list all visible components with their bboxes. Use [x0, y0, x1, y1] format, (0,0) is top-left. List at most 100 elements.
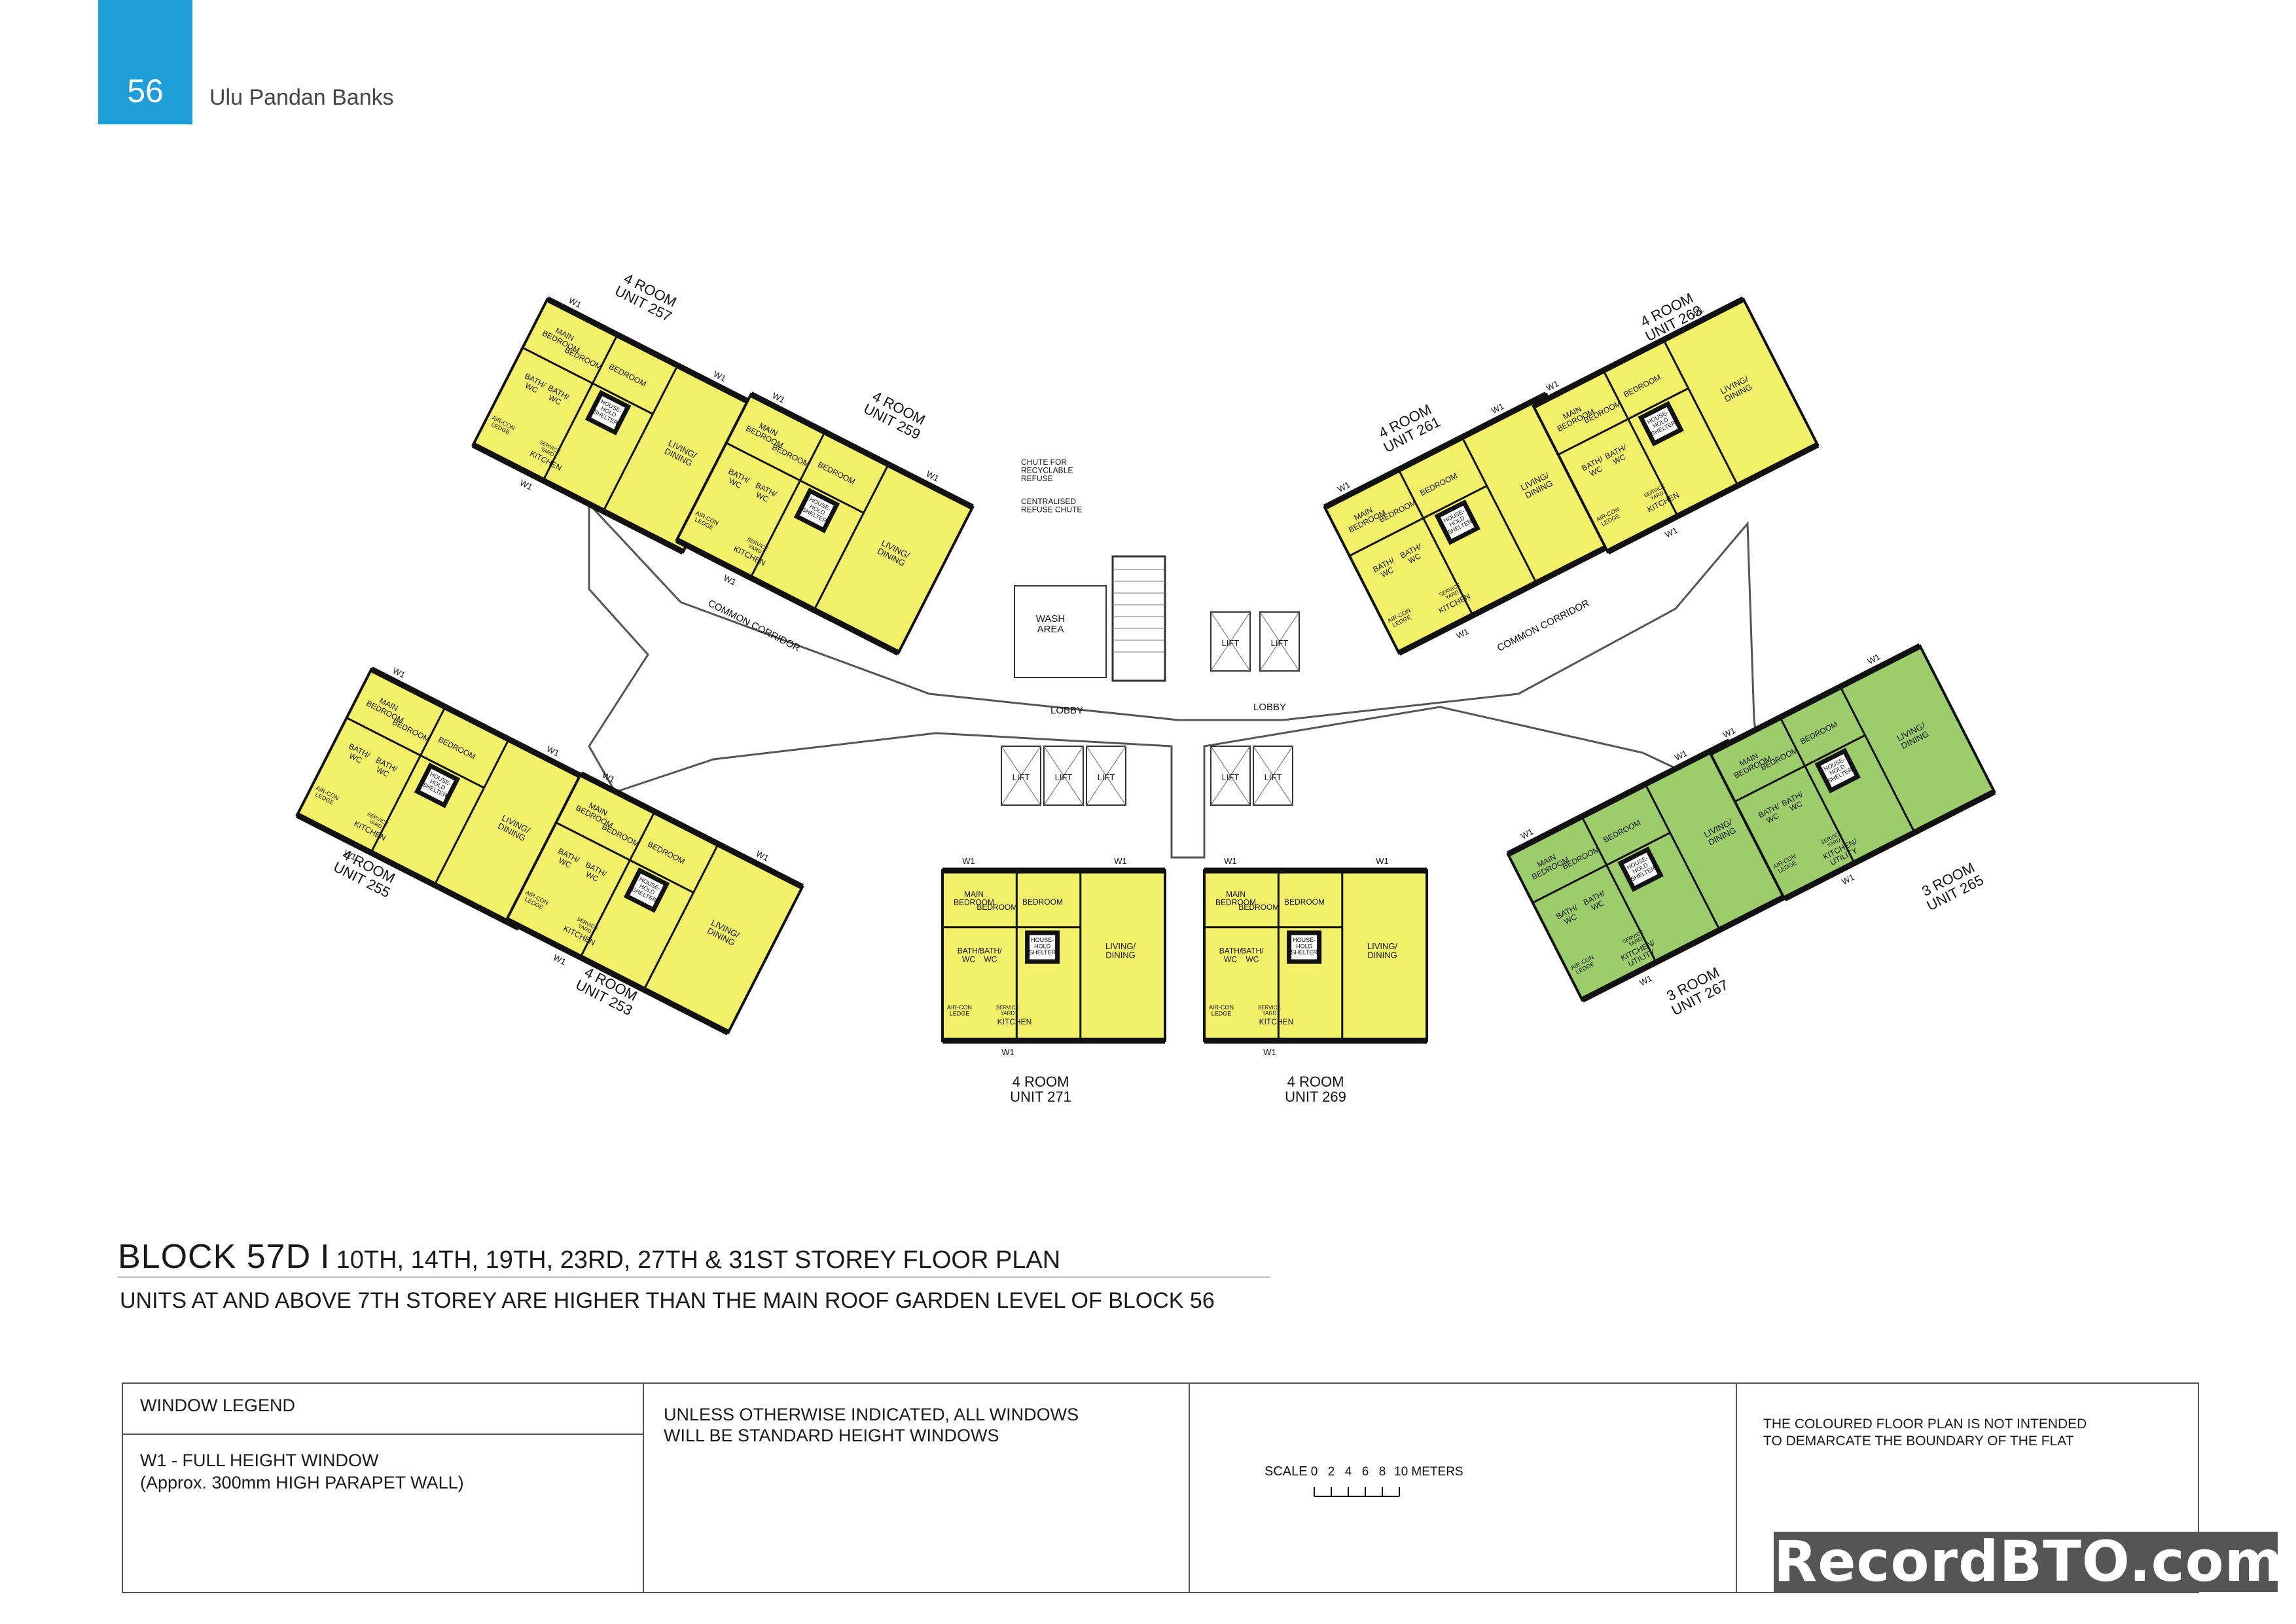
lift-label: LIFT — [1055, 772, 1073, 782]
roof-garden-note: UNITS AT AND ABOVE 7TH STOREY ARE HIGHER… — [120, 1288, 1215, 1313]
bath-wc-label: BATH/WC — [1219, 947, 1242, 964]
lift-label: LIFT — [1265, 772, 1282, 782]
unit-type-and-number: 4 ROOMUNIT 261 — [1374, 400, 1443, 456]
w1-window-label: W1 — [1638, 973, 1653, 988]
legend-table: WINDOW LEGEND W1 - FULL HEIGHT WINDOW (A… — [122, 1382, 2199, 1593]
unit-label-unit-259: 4 ROOMUNIT 259 — [861, 388, 927, 442]
scale-label: SCALE — [1265, 1464, 1308, 1479]
unit-267: HOUSE-HOLDSHELTERMAINBEDROOMBEDROOMBEDRO… — [1506, 738, 1806, 1003]
unit-type-and-number: 3 ROOMUNIT 265 — [1917, 858, 1986, 914]
unit-label-unit-257: 4 ROOMUNIT 257 — [612, 270, 679, 325]
lift: LIFT — [1001, 746, 1041, 806]
window-legend-cell: WINDOW LEGEND W1 - FULL HEIGHT WINDOW (A… — [123, 1384, 644, 1592]
w1-window-label: W1 — [962, 856, 975, 866]
external-wall — [471, 442, 685, 555]
unit-263: HOUSE-HOLDSHELTERMAINBEDROOMBEDROOMBEDRO… — [1532, 296, 1820, 555]
internal-wall — [1734, 734, 1866, 803]
lift: LIFT — [1253, 746, 1293, 806]
external-wall — [505, 917, 730, 1036]
internal-wall — [542, 334, 619, 481]
scale-tick-label: 2 — [1328, 1465, 1335, 1479]
household-shelter — [1814, 748, 1861, 794]
w1-description: W1 - FULL HEIGHT WINDOW — [140, 1451, 379, 1470]
external-wall — [1581, 884, 1806, 1003]
scale-tick-label: 4 — [1345, 1465, 1352, 1479]
wash-area — [1014, 585, 1107, 678]
lift-cross — [1210, 611, 1251, 672]
scale-tick-label: 8 — [1379, 1465, 1386, 1479]
w1-window-label: W1 — [1663, 525, 1679, 539]
lift: LIFT — [1210, 611, 1251, 672]
internal-wall — [749, 431, 826, 579]
lift-cross — [1001, 746, 1041, 806]
lift-label: LIFT — [1222, 772, 1240, 782]
watermark-box — [1774, 1532, 2278, 1592]
lift-label: LIFT — [1222, 638, 1240, 648]
unit-label-unit-267: 3 ROOMUNIT 267 — [1662, 963, 1731, 1019]
scale-tick-label: 6 — [1362, 1465, 1369, 1479]
internal-wall — [579, 811, 656, 958]
internal-wall — [643, 843, 719, 990]
unit-label-unit-265: 3 ROOMUNIT 265 — [1917, 858, 1986, 914]
household-shelter — [1434, 499, 1480, 545]
internal-wall — [1397, 469, 1474, 616]
storey-list: 10TH, 14TH, 19TH, 23RD, 27TH & 31ST STOR… — [336, 1246, 1061, 1274]
unit-265: HOUSE-HOLDSHELTERMAINBEDROOMBEDROOMBEDRO… — [1708, 643, 1996, 902]
bath-wc-label: BATH/WC — [979, 947, 1002, 964]
w1-window-label: W1 — [552, 952, 567, 967]
unit-261: HOUSE-HOLDSHELTERMAINBEDROOMBEDROOMBEDRO… — [1323, 391, 1623, 656]
kitchen-label: KITCHEN — [1259, 1017, 1294, 1026]
w1-window-label: W1 — [1001, 1047, 1014, 1057]
lift-label: LIFT — [1271, 638, 1289, 648]
external-wall — [1323, 391, 1548, 510]
external-wall — [370, 666, 595, 785]
household-shelter — [1638, 401, 1684, 447]
household-shelter-label: HOUSE-HOLDSHELTER — [1441, 507, 1473, 536]
external-wall — [1606, 442, 1820, 555]
household-shelter — [1025, 930, 1060, 964]
disclaimer-cell: THE COLOURED FLOOR PLAN IS NOT INTENDED … — [1737, 1384, 2200, 1592]
household-shelter — [793, 488, 840, 533]
w1-window-label: W1 — [1840, 872, 1856, 886]
external-wall — [1708, 643, 1922, 756]
external-wall — [1506, 738, 1731, 857]
unit-255: HOUSE-HOLDSHELTERMAINBEDROOMBEDROOMBEDRO… — [295, 665, 595, 931]
unit-floor — [941, 869, 1166, 1042]
internal-wall — [433, 738, 510, 886]
internal-wall — [346, 717, 485, 789]
standard-window-note-line2: WILL BE STANDARD HEIGHT WINDOWS — [664, 1426, 999, 1445]
internal-wall — [813, 463, 889, 611]
living-dining-label: LIVING/DINING — [1105, 941, 1136, 960]
common-corridor-label-right: COMMON CORRIDOR — [1496, 598, 1592, 654]
page-number-tab — [98, 0, 192, 124]
scale-tick-label: 10 METERS — [1394, 1465, 1463, 1479]
bedroom-label: BEDROOM — [1284, 897, 1325, 907]
unit-label-unit-261: 4 ROOMUNIT 261 — [1374, 400, 1443, 456]
standard-window-note-line1: UNLESS OTHERWISE INDICATED, ALL WINDOWS — [664, 1405, 1079, 1424]
external-wall — [579, 771, 804, 890]
kitchen-label: KITCHEN — [997, 1017, 1032, 1026]
unit-type-and-number: 3 ROOMUNIT 267 — [1662, 963, 1731, 1019]
bath-wc-label: BATH/WC — [1241, 947, 1264, 964]
lobby-label: LOBBY — [1253, 702, 1286, 713]
lift: LIFT — [1259, 611, 1300, 672]
bedroom-label: BEDROOM — [977, 903, 1017, 912]
lift: LIFT — [1086, 746, 1126, 806]
external-wall — [1783, 789, 1996, 902]
coloured-plan-disclaimer-line1: THE COLOURED FLOOR PLAN IS NOT INTENDED — [1763, 1416, 2087, 1432]
watermark: RecordBTO.com — [1774, 1529, 2284, 1595]
lift: LIFT — [1043, 746, 1084, 806]
lift-cross — [1259, 611, 1300, 672]
